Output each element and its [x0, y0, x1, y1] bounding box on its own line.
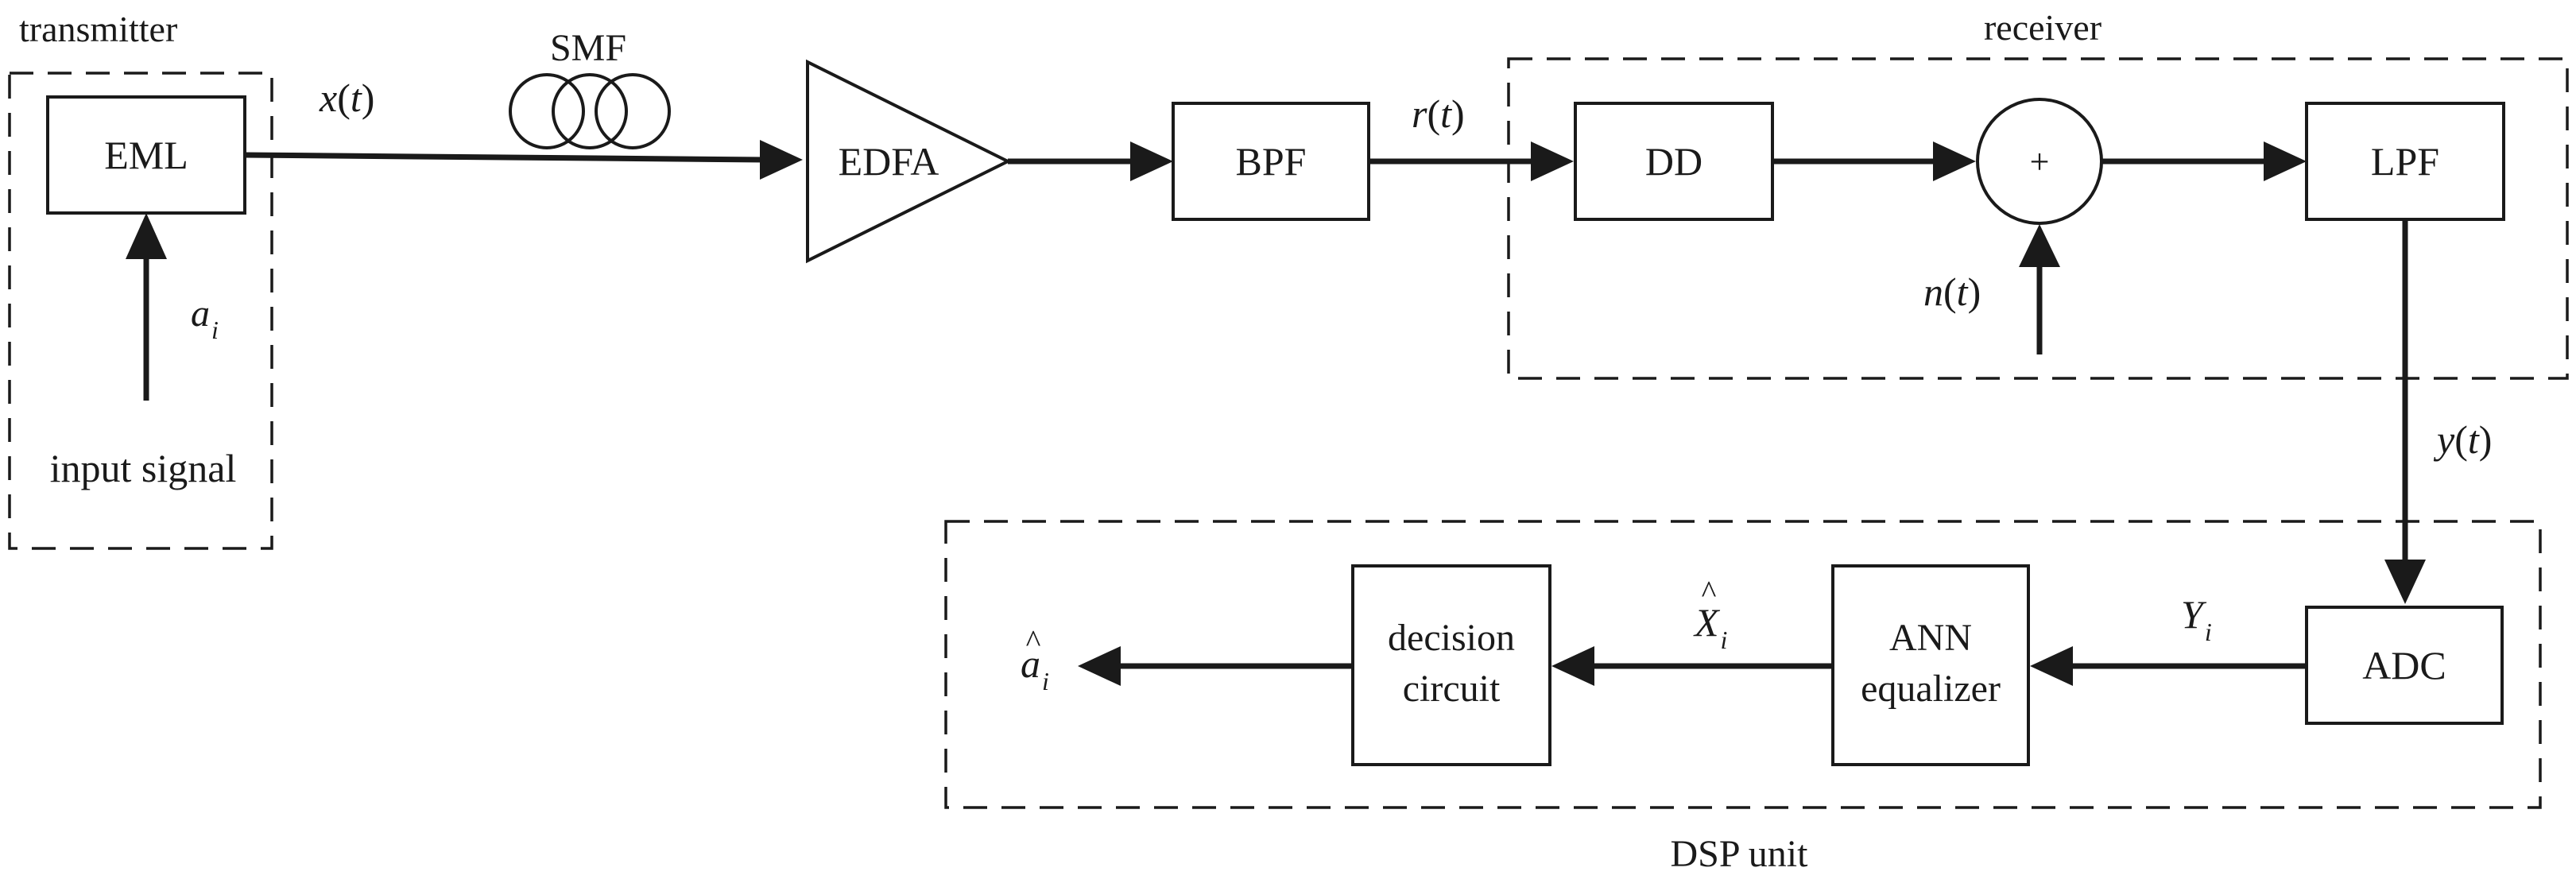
y-t-label: y(t) — [2433, 417, 2492, 462]
edfa-amplifier — [806, 59, 1012, 264]
bpf-block — [1172, 102, 1370, 221]
fiber-arrowhead — [760, 140, 803, 180]
smf-label: SMF — [550, 27, 626, 69]
dd-adder-arrowhead — [1933, 141, 1976, 181]
dsp-unit-label: DSP unit — [1671, 833, 1809, 875]
adc-ann-arrowhead — [2030, 646, 2073, 686]
a-i-label: ai — [191, 292, 219, 344]
n-t-label: n(t) — [1923, 269, 1981, 314]
a-hat-mark: ^ — [1026, 623, 1041, 659]
adder-lpf-arrowhead — [2264, 141, 2307, 181]
r-t-label: r(t) — [1412, 91, 1465, 136]
adder-label: + — [2030, 142, 2050, 181]
input-signal-label: input signal — [50, 446, 237, 490]
smf-coil-icon — [509, 73, 671, 149]
X-hat-i-label: Xi — [1693, 600, 1727, 654]
ann-label: ANN — [1889, 617, 1972, 659]
transmitter-label: transmitter — [19, 9, 177, 49]
a-hat-i-label: ai — [1021, 641, 1049, 695]
bpf-label: BPF — [1236, 139, 1307, 184]
bpf-dd-arrowhead — [1531, 141, 1574, 181]
decision-circuit-block — [1351, 564, 1551, 766]
dd-label: DD — [1645, 139, 1702, 184]
fiber-line — [244, 152, 765, 163]
eml-label: EML — [104, 133, 188, 177]
adc-label: ADC — [2362, 643, 2446, 688]
noise-arrowhead — [2019, 224, 2060, 267]
receiver-label: receiver — [1984, 7, 2101, 48]
circuit-label: circuit — [1403, 668, 1501, 710]
edfa-bpf-arrowhead — [1130, 141, 1173, 181]
ann-decision-arrowhead — [1551, 646, 1594, 686]
X-hat-mark: ^ — [1702, 574, 1717, 610]
decision-label: decision — [1388, 617, 1515, 659]
eml-block — [46, 95, 246, 215]
Y-i-label: Yi — [2181, 592, 2212, 646]
dsp-unit-frame — [944, 520, 2542, 809]
lpf-adc-arrowhead — [2384, 560, 2426, 604]
equalizer-label: equalizer — [1861, 668, 2001, 710]
dd-block — [1574, 102, 1774, 221]
lpf-label: LPF — [2371, 139, 2439, 184]
x-t-label: x(t) — [319, 76, 374, 120]
edfa-label: EDFA — [839, 139, 939, 184]
input-arrowhead — [126, 213, 167, 259]
decision-output-arrowhead — [1078, 646, 1121, 686]
ann-equalizer-block — [1831, 564, 2030, 766]
transmitter-frame — [8, 72, 273, 550]
receiver-frame — [1507, 57, 2569, 380]
